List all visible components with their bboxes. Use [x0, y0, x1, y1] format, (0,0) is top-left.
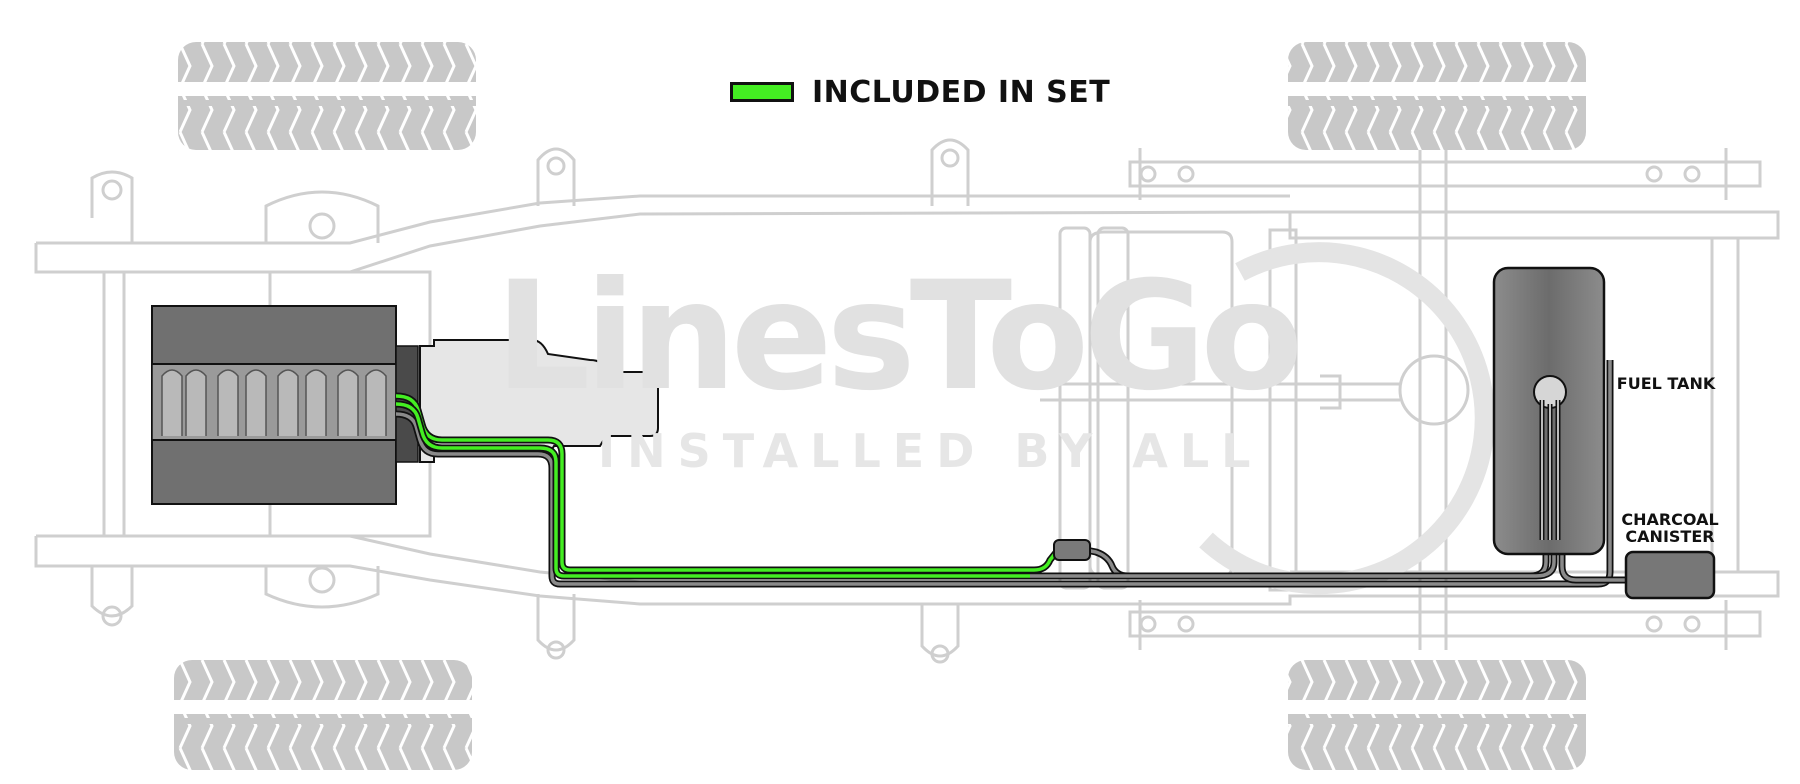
front-right-tire — [174, 660, 472, 770]
fuel-filter — [1053, 539, 1091, 561]
legend-swatch — [730, 82, 794, 102]
rear-right-tire — [1288, 660, 1586, 770]
watermark-subtitle: INSTALLED BY ALL — [598, 424, 1263, 478]
charcoal-canister-label-line1: CHARCOAL — [1621, 510, 1719, 529]
legend-label: INCLUDED IN SET — [812, 74, 1111, 110]
engine — [151, 305, 419, 505]
charcoal-canister-label-line2: CANISTER — [1625, 526, 1715, 546]
tires — [174, 42, 1586, 770]
front-left-tire — [178, 42, 476, 150]
fuel-tank-label: FUEL TANK — [1616, 374, 1716, 393]
charcoal-canister-label: CHARCOAL CANISTER — [1612, 510, 1728, 546]
fuel-tank — [1492, 266, 1606, 556]
charcoal-canister — [1624, 550, 1716, 600]
chassis-frame — [34, 138, 1780, 664]
rear-left-tire — [1288, 42, 1586, 150]
fuel-lines — [395, 360, 1630, 588]
watermark-title: LinesToGo — [495, 250, 1303, 424]
transmission — [419, 339, 659, 463]
legend: INCLUDED IN SET — [730, 72, 1110, 112]
